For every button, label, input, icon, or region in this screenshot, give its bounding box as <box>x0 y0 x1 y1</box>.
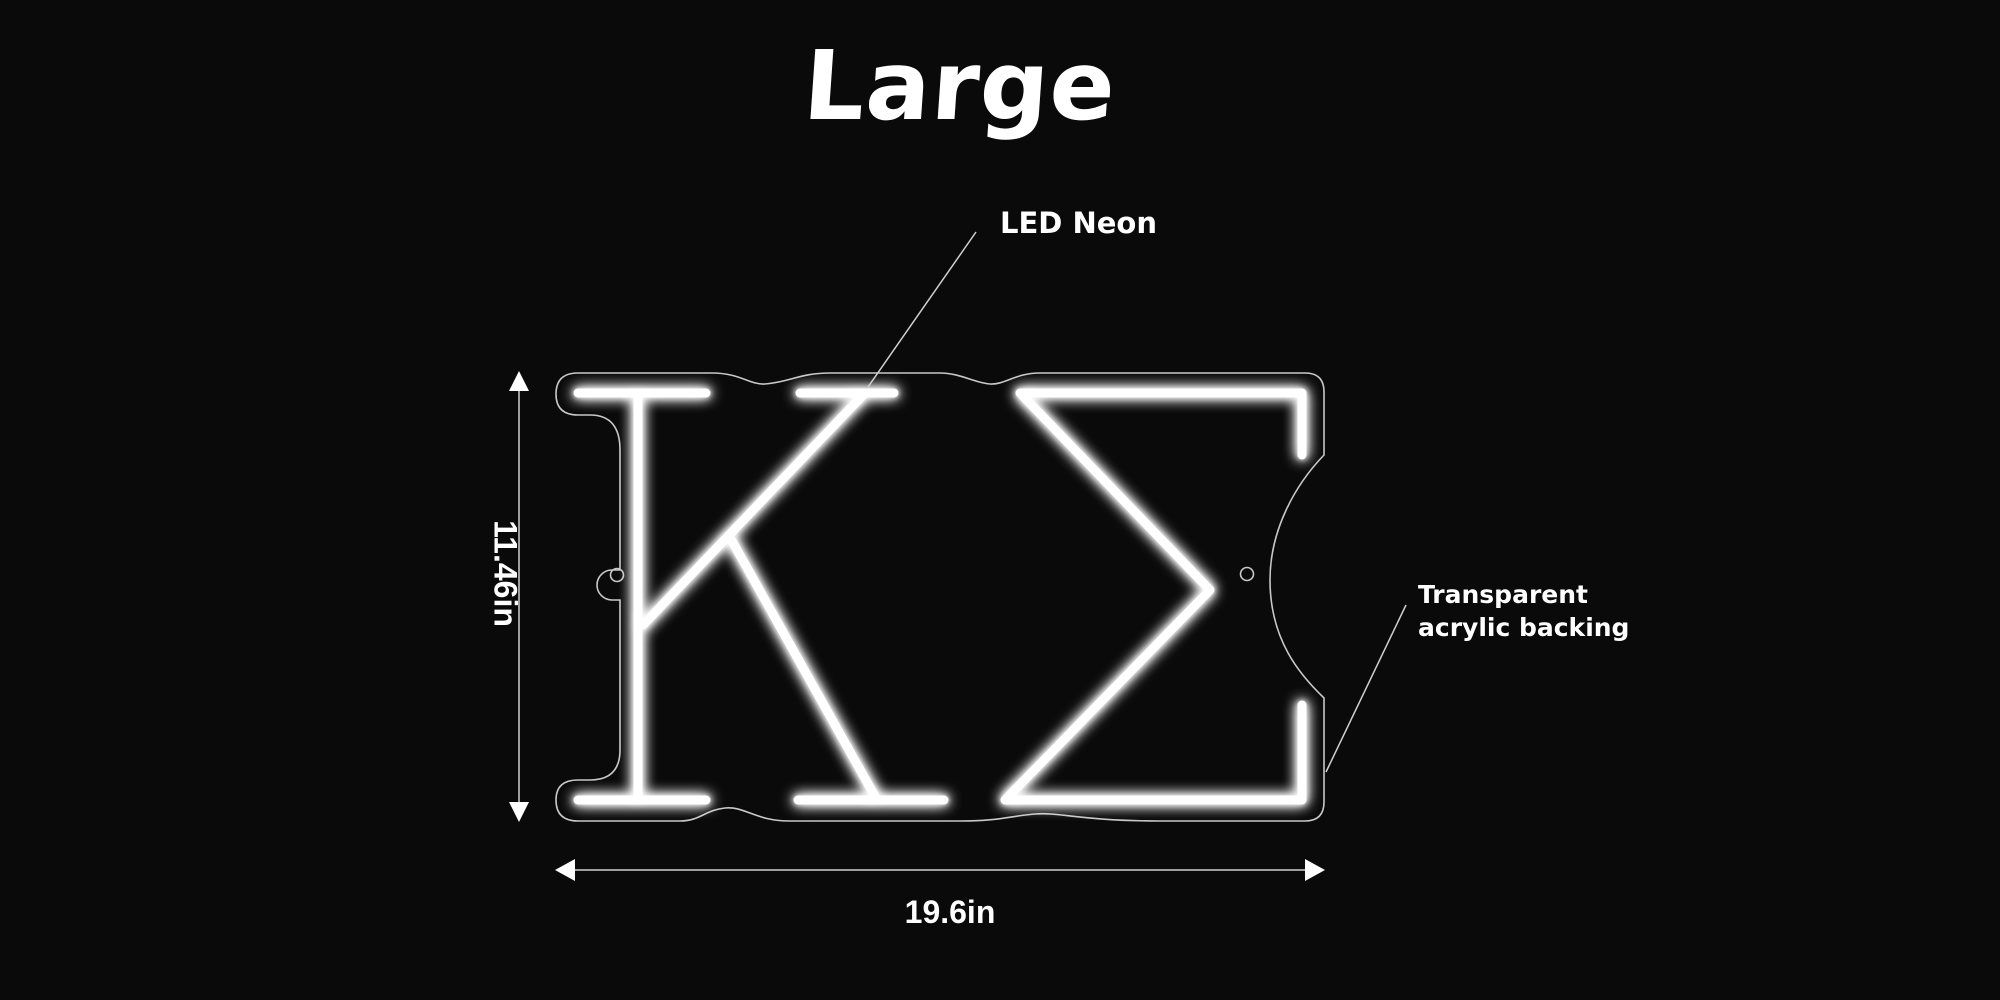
width-dimension-arrow <box>555 859 1325 881</box>
height-dimension-arrow <box>509 371 529 822</box>
led-neon-leader-line <box>867 231 977 388</box>
neon-letter-sigma <box>1000 388 1307 805</box>
mounting-hole-right <box>1239 566 1255 582</box>
neon-letters <box>573 388 1307 805</box>
width-dimension-label: 19.6in <box>904 894 996 930</box>
acrylic-backing-callout: Transparent acrylic backing <box>1418 578 1629 644</box>
mounting-hole-left <box>609 567 625 583</box>
height-dimension-label: 11.46in <box>487 520 524 627</box>
led-neon-callout: LED Neon <box>1000 206 1157 240</box>
acrylic-leader-line <box>1325 604 1407 773</box>
acrylic-callout-line2: acrylic backing <box>1418 613 1630 642</box>
acrylic-callout-line1: Transparent <box>1418 580 1588 609</box>
neon-letter-kappa <box>573 388 949 805</box>
acrylic-backing-outline <box>555 372 1325 822</box>
